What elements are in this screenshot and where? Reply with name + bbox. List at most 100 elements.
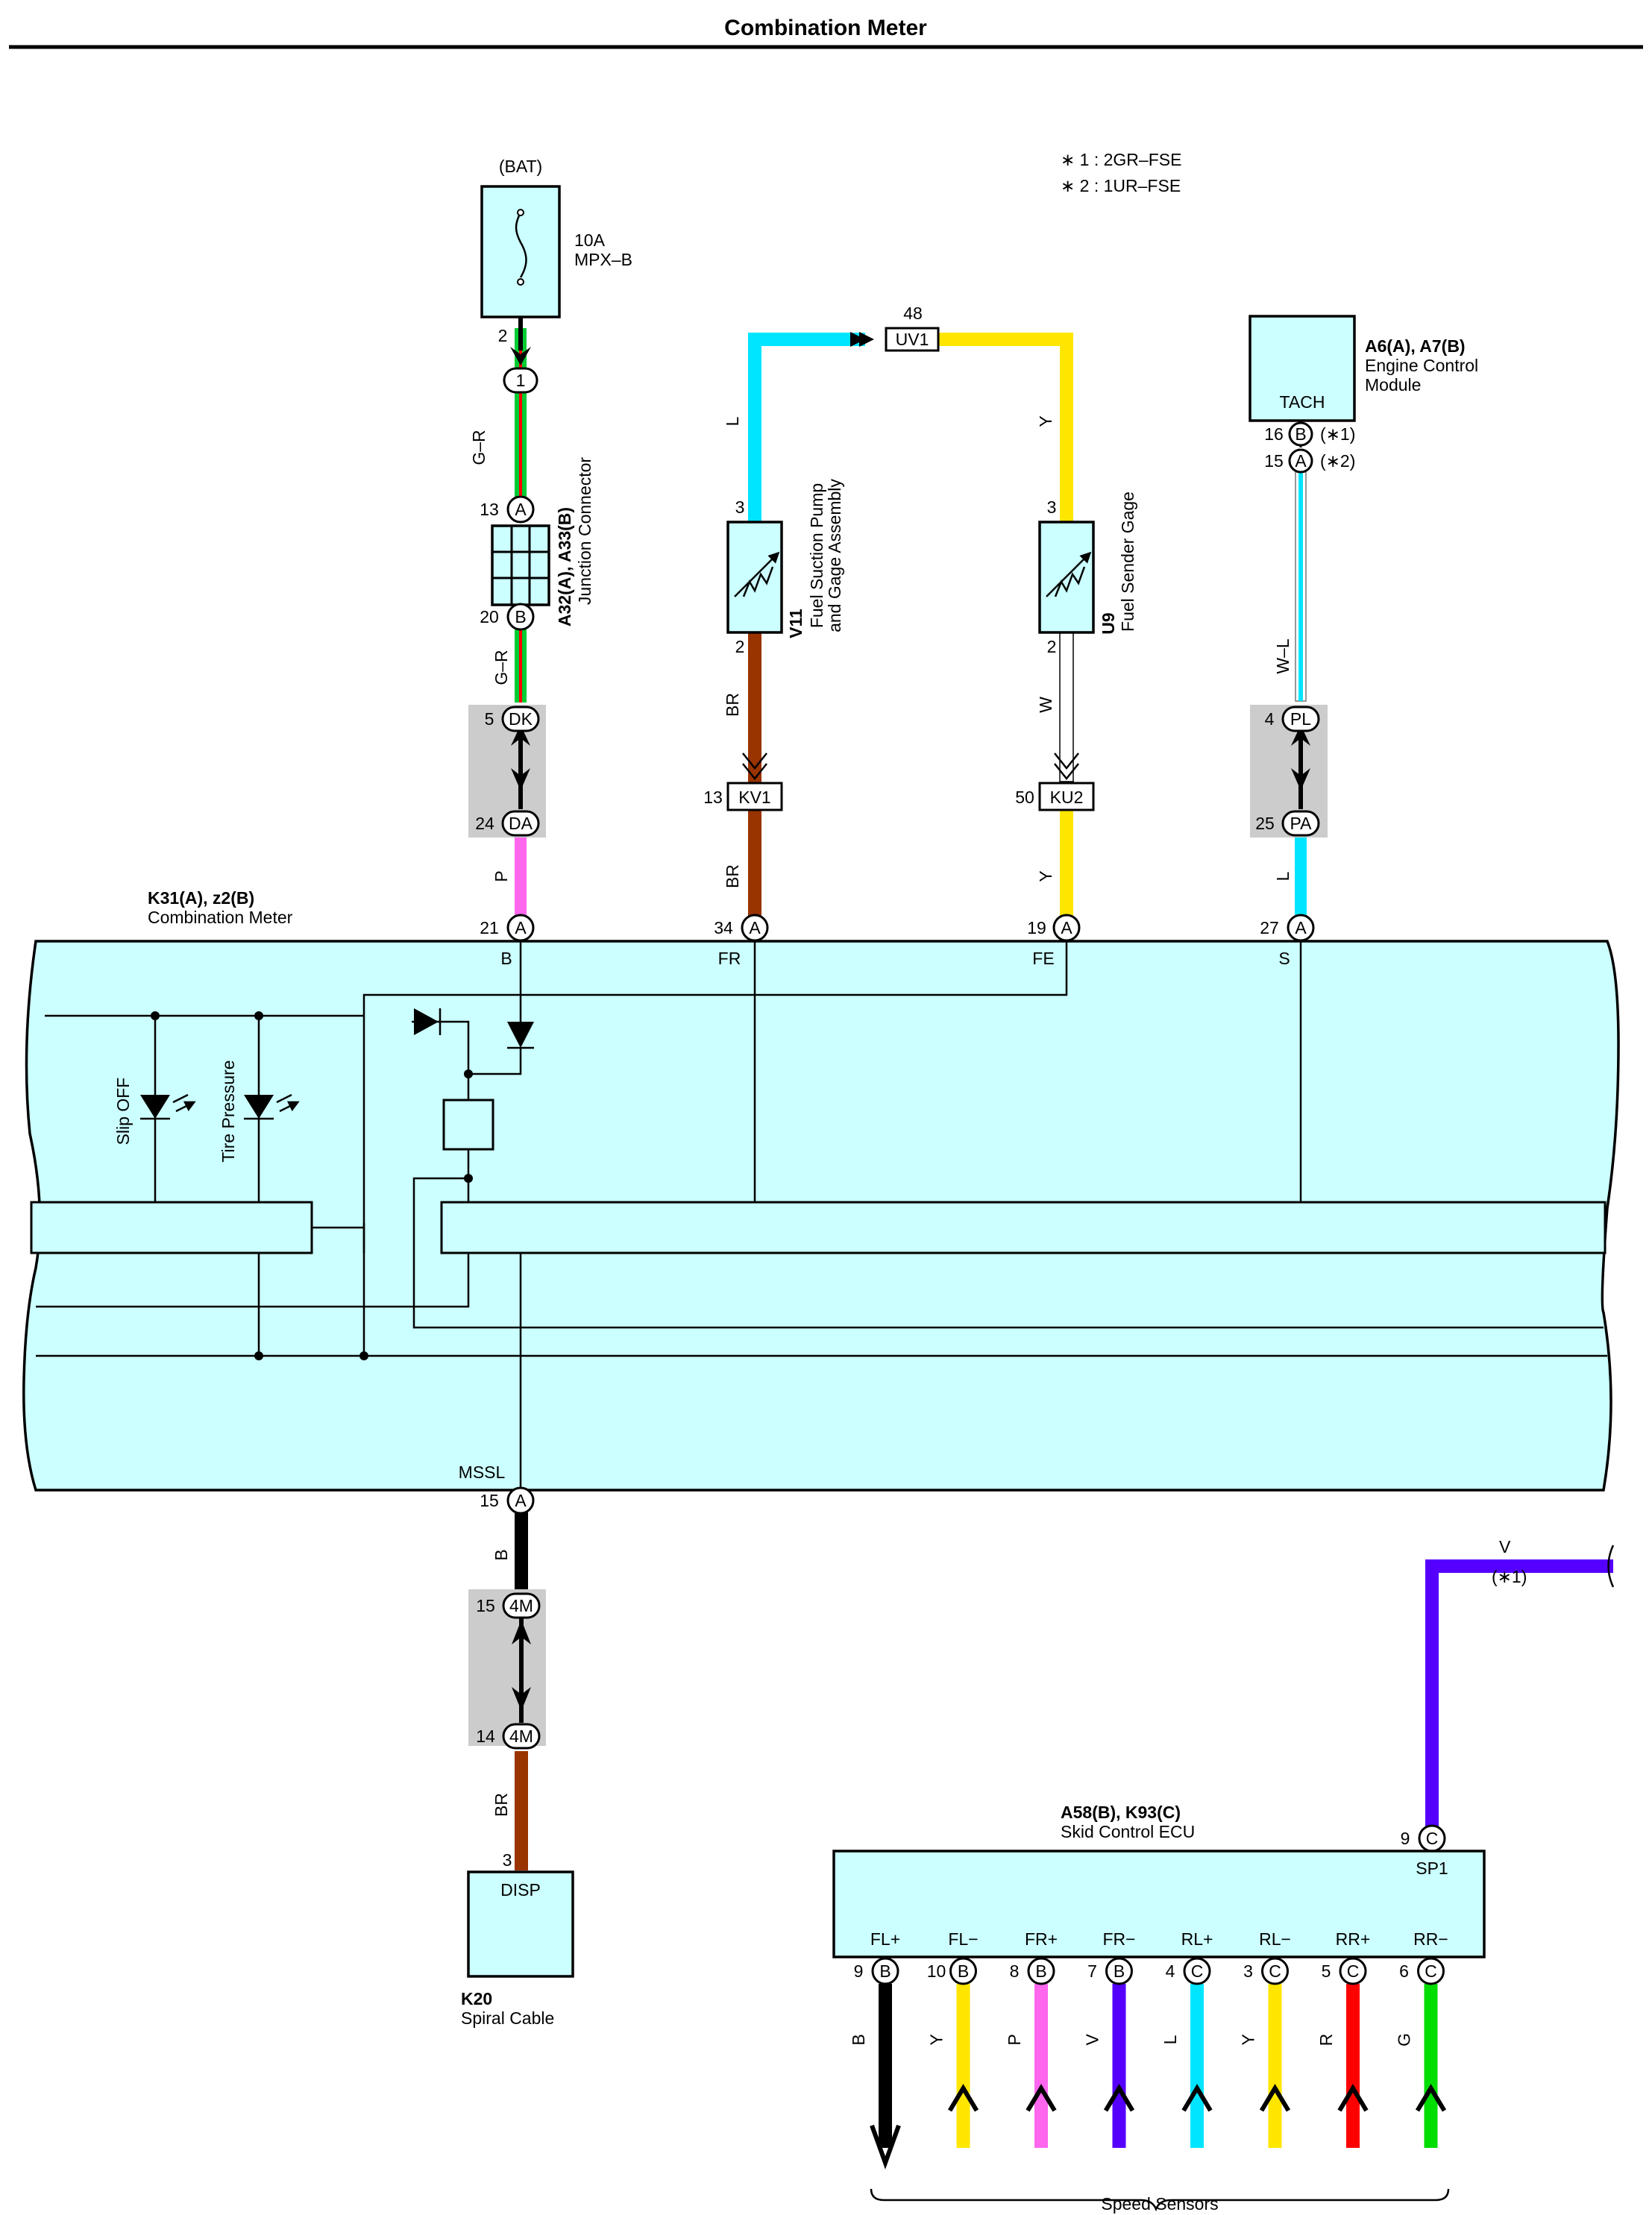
speed-sensor-arrow (947, 2084, 979, 2112)
meter-terminal-b: B (500, 949, 512, 968)
wire-w-sender-out (1059, 632, 1074, 782)
skid-pin-connector (871, 1957, 899, 1985)
connector-uv1-label: UV1 (896, 330, 929, 349)
connector-4m-a (502, 1592, 541, 1619)
meter-pin-27: A 27 (1260, 914, 1315, 942)
pump-pin-bottom: 2 (735, 637, 745, 656)
meter-internal-circuit (30, 940, 1607, 1501)
pump-code: V11 (786, 609, 805, 638)
connector-4m-a-label: 4M (509, 1596, 533, 1615)
svg-text:A: A (515, 918, 527, 937)
skid-pin-conn: C (1269, 1961, 1281, 1981)
junction-top-pin (506, 495, 535, 524)
connector-pl-pin: 4 (1265, 709, 1275, 729)
fuse-box (480, 185, 561, 318)
speed-sensor-wire (1424, 1984, 1438, 2148)
skid-pin-label: RL− (1259, 1929, 1291, 1949)
junction-code: A32(A), A33(B) (555, 507, 574, 626)
led-slip-off: Slip OFF (113, 1078, 133, 1146)
skid-pin-connector (1183, 1957, 1211, 1985)
wire-label-gr-bottom: G–R (491, 650, 511, 685)
skid-pin-no: 9 (854, 1961, 864, 1981)
skid-pin-no: 3 (1243, 1961, 1253, 1981)
speed-sensor-arrow (1259, 2084, 1291, 2112)
uv1-arrow (850, 332, 874, 347)
ecm-pin-a (1288, 448, 1313, 474)
wire-y-sender-supply (938, 333, 1073, 522)
svg-text:21: 21 (480, 918, 499, 937)
led-tire-pressure: Tire Pressure (219, 1060, 238, 1162)
ecm-note1: (∗1) (1320, 424, 1355, 444)
connector-pa-pin: 25 (1255, 814, 1275, 833)
skid-pin-2: FR+B8P (1005, 1929, 1058, 2148)
ecm-note2: (∗2) (1320, 451, 1355, 471)
skid-pin-0: FL+B9B (849, 1929, 901, 2170)
wire-label-br-1: BR (723, 693, 742, 717)
connector-ku2-label: KU2 (1050, 788, 1084, 807)
connector-kv1-pin: 13 (703, 788, 723, 807)
sender-pin-top: 3 (1047, 497, 1057, 517)
speed-sensor-wire-label: R (1316, 2034, 1336, 2046)
connector-kv1-label: KV1 (738, 788, 770, 807)
junction-pl-pa-link (1291, 725, 1310, 809)
wire-l-pump-supply (748, 333, 865, 522)
speed-sensor-wire (879, 1984, 892, 2148)
junction-top-conn: A (515, 500, 527, 519)
skid-pin-label: FL+ (870, 1929, 900, 1949)
speed-sensor-wire (1034, 1984, 1048, 2148)
skid-pin-conn: B (879, 1961, 891, 1981)
speed-sensor-arrow (1026, 2084, 1057, 2112)
connector-ku2 (1038, 782, 1095, 811)
skid-pin-connector (1339, 1957, 1367, 1985)
wire-break-mark (1607, 1545, 1615, 1588)
speed-sensor-arrow (1415, 2084, 1447, 2112)
skid-pin-label: RR+ (1336, 1929, 1371, 1949)
connector-da-label: DA (509, 814, 533, 833)
skid-pin-connector (1105, 1957, 1133, 1985)
svg-text:A: A (515, 1491, 527, 1510)
connector-pa (1281, 810, 1320, 837)
ecm-conn2: A (1295, 451, 1307, 471)
meter-terminal-fr: FR (718, 949, 741, 968)
ecm-conn1: B (1295, 424, 1306, 444)
fuse-name: MPX–B (574, 250, 632, 269)
ecm-code: A6(A), A7(B) (1365, 336, 1466, 356)
skid-pin-connector (949, 1957, 977, 1985)
junction-bottom-pin (506, 603, 535, 631)
wire-wl-tach (1295, 469, 1307, 702)
skid-pin-conn: C (1425, 1961, 1437, 1981)
skid-name: Skid Control ECU (1061, 1822, 1195, 1841)
skid-pin-conn: B (1114, 1961, 1125, 1981)
note-2: ∗ 2 : 1UR–FSE (1061, 176, 1181, 195)
svg-text:A: A (1061, 918, 1072, 937)
connector-4m-b (502, 1723, 541, 1750)
wire-label-y-top: Y (1036, 415, 1055, 427)
fuse-terminal-arrow (510, 347, 531, 365)
wire-label-br-3: BR (491, 1793, 511, 1817)
speed-sensor-wire-label: P (1005, 2034, 1024, 2045)
connector-1 (503, 367, 538, 394)
meter-terminal-fe: FE (1032, 949, 1054, 968)
connector-pl (1281, 706, 1320, 732)
meter-terminal-mssl: MSSL (459, 1462, 506, 1482)
connector-uv1 (885, 327, 940, 352)
meter-name: Combination Meter (148, 908, 293, 927)
skid-pin-3: FR−B7V (1083, 1929, 1136, 2148)
meter-pin-15: A 15 (480, 1486, 535, 1515)
ecm-box (1249, 315, 1356, 422)
skid-pin-6: RR+C5R (1316, 1929, 1370, 2148)
connector-ku2-pin: 50 (1015, 788, 1034, 807)
spiral-pin: 3 (503, 1850, 512, 1870)
skid-pin-no: 6 (1399, 1961, 1409, 1981)
fuse-source: (BAT) (499, 157, 542, 176)
meter-terminal-s: S (1278, 949, 1290, 968)
spiral-cable-box (467, 1870, 574, 1978)
svg-text:A: A (749, 918, 761, 937)
wire-l-tach-meter (1295, 834, 1307, 923)
wire-label-v: V (1499, 1537, 1511, 1556)
wire-label-wl: W–L (1273, 638, 1293, 674)
wire-label-br-2: BR (723, 864, 742, 888)
ecm-pin2: 15 (1264, 451, 1284, 471)
connector-da-pin: 24 (475, 814, 494, 833)
skid-pin-7: RR−C6G (1395, 1929, 1448, 2148)
